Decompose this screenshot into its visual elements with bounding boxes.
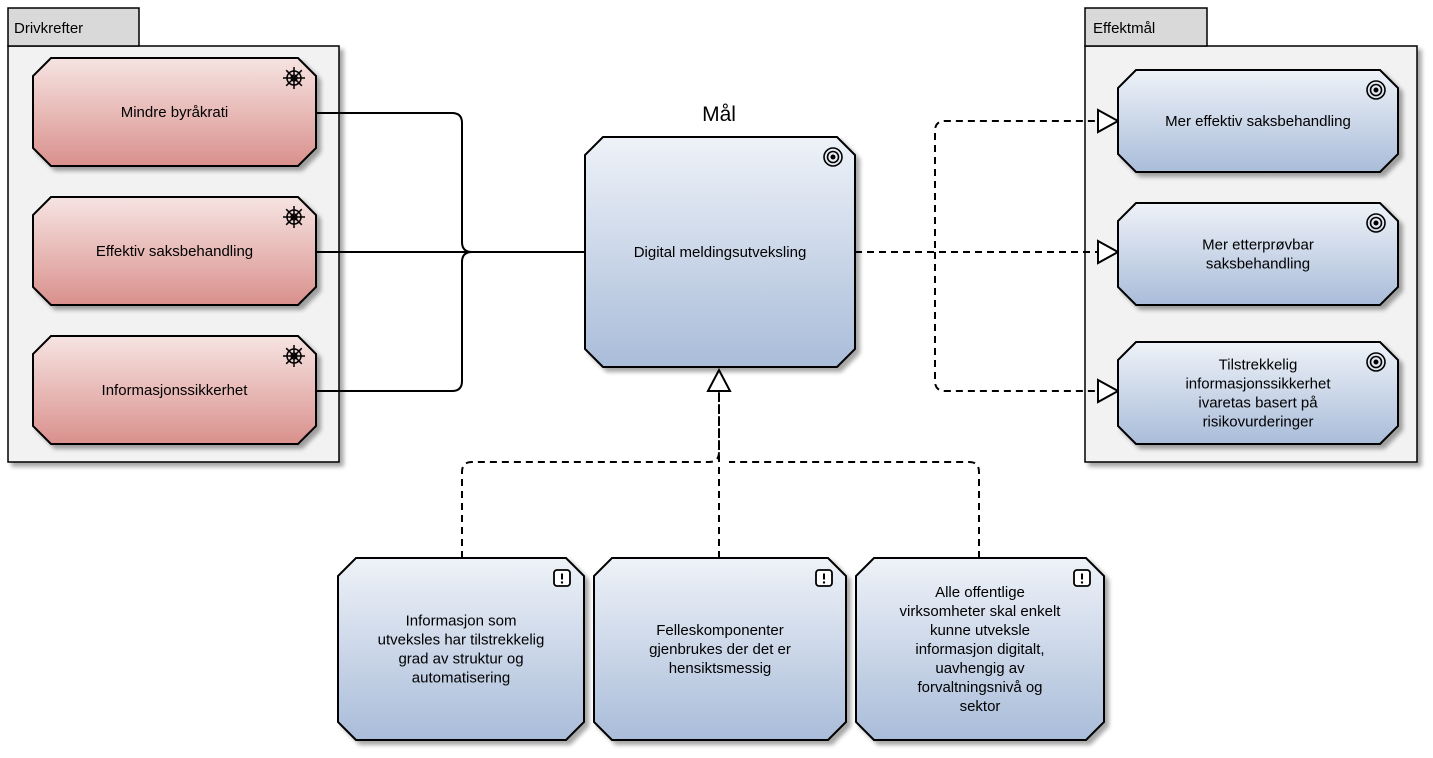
ship-wheel-icon: [282, 205, 306, 229]
principle-2: Felleskomponenter gjenbrukes der det er he…: [593, 557, 847, 741]
goal-element: Digital meldingsutveksling: [584, 136, 856, 368]
principle-icon: [1073, 569, 1091, 587]
effect-1-label-line: Mer effektiv saksbehandling: [1165, 113, 1351, 130]
group-title-effects: Effektmål: [1093, 20, 1155, 37]
ship-wheel-icon: [282, 344, 306, 368]
goal-title: Mål: [702, 103, 736, 126]
group-title-drivers: Drivkrefter: [14, 20, 83, 37]
principle-3-label-line: informasjon digitalt,: [915, 641, 1044, 658]
goal-element-label-line: Digital meldingsutveksling: [634, 244, 807, 261]
principle-3-label-line: sektor: [960, 698, 1001, 715]
connector-effect-1: [855, 120, 1098, 253]
connector-principle-1: [461, 392, 720, 558]
arrowhead-goal: [706, 367, 732, 392]
principle-icon: [815, 569, 833, 587]
driver-3: Informasjonssikkerhet: [32, 335, 317, 445]
driver-1-label-line: Mindre byråkrati: [121, 104, 229, 121]
connections: [316, 112, 1098, 558]
driver-1: Mindre byråkrati: [32, 57, 317, 167]
effect-1: Mer effektiv saksbehandling: [1117, 69, 1399, 173]
principle-2-label-line: hensiktsmessig: [669, 660, 772, 677]
principle-3-label-line: Alle offentlige: [935, 584, 1025, 601]
principle-1: Informasjon som utveksles har tilstrekkel…: [337, 557, 585, 741]
driver-2-label-line: Effektiv saksbehandling: [96, 243, 253, 260]
principle-1-label-line: automatisering: [412, 670, 510, 687]
connector-effect-3: [934, 252, 1098, 392]
ship-wheel-icon: [282, 66, 306, 90]
arrowhead-effect-2: [1097, 239, 1121, 265]
effect-3: Tilstrekkelig informasjonssikkerhet ivaret…: [1117, 341, 1399, 445]
principle-1-label-line: grad av struktur og: [398, 651, 523, 668]
principle-3-label-line: forvaltningsnivå og: [917, 679, 1042, 696]
principle-3-label-line: uavhengig av: [935, 660, 1025, 677]
arrowhead-effect-1: [1097, 108, 1121, 134]
principle-1-label-line: utveksles har tilstrekkelig: [378, 632, 545, 649]
effect-2-label-line: saksbehandling: [1206, 256, 1310, 273]
connector-principle-3: [729, 461, 980, 558]
principle-3-label-line: virksomheter skal enkelt: [900, 603, 1062, 620]
realization-arrowheads: [706, 108, 1121, 404]
principle-3-label-line: kunne utveksle: [930, 622, 1030, 639]
driver-3-label-line: Informasjonssikkerhet: [102, 382, 249, 399]
effect-2: Mer etterprøvbar saksbehandling: [1117, 202, 1399, 306]
driver-2: Effektiv saksbehandling: [32, 196, 317, 306]
effect-3-label-line: informasjonssikkerhet: [1185, 376, 1331, 393]
effect-3-label-line: risikovurderinger: [1203, 414, 1314, 431]
connector-driver-1: [316, 112, 585, 253]
arrowhead-effect-3: [1097, 378, 1121, 404]
principle-2-label-line: Felleskomponenter: [656, 622, 784, 639]
effect-3-label-line: Tilstrekkelig: [1219, 357, 1298, 374]
principle-3: Alle offentlige virksomheter skal enkelt k…: [855, 557, 1105, 741]
effect-2-label-line: Mer etterprøvbar: [1202, 237, 1314, 254]
principle-1-label-line: Informasjon som: [406, 613, 517, 630]
principle-2-label-line: gjenbrukes der det er: [649, 641, 791, 658]
principle-icon: [553, 569, 571, 587]
connector-driver-3: [316, 251, 473, 392]
effect-3-label-line: ivaretas basert på: [1198, 395, 1318, 412]
